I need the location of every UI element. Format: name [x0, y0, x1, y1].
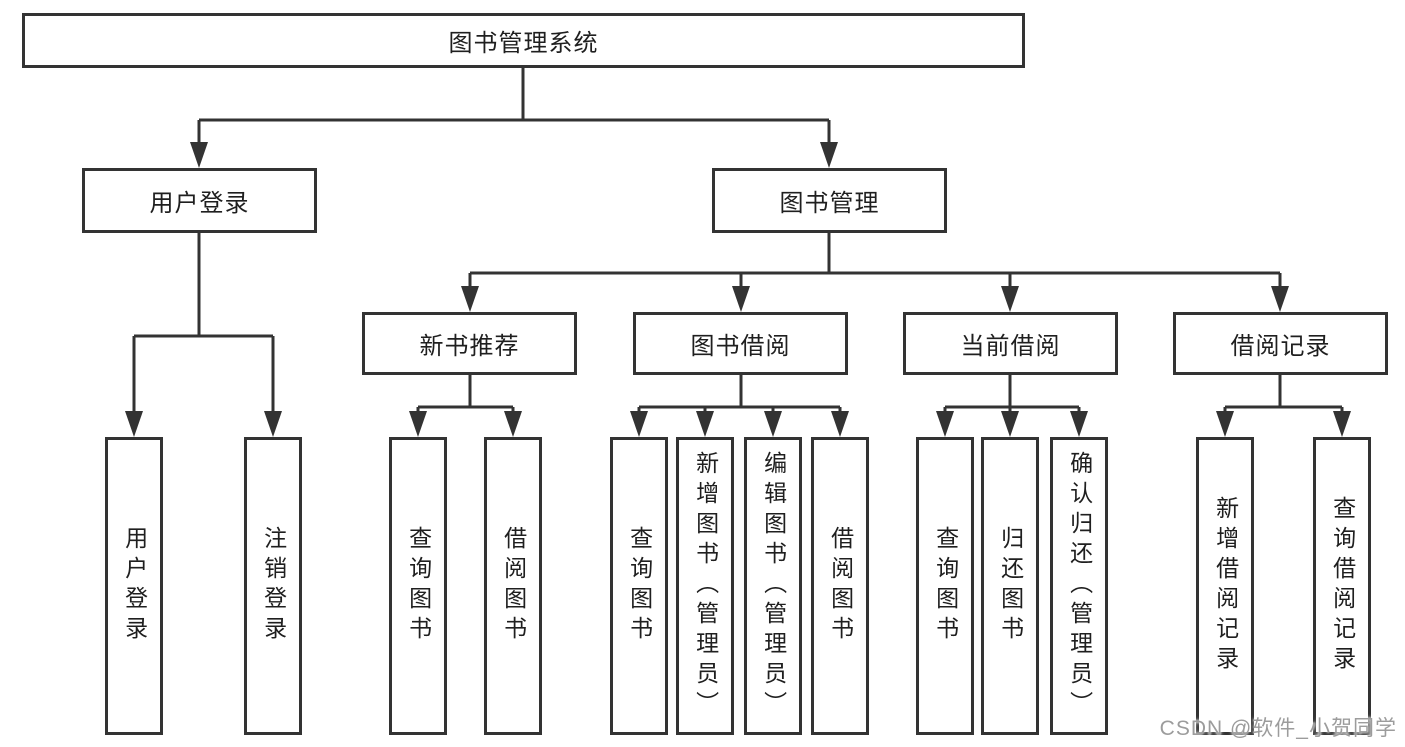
- node-borrowing-records-label: 借阅记录: [1230, 333, 1331, 360]
- arrow-head-icon: [125, 411, 143, 437]
- arrow-head-icon: [630, 411, 648, 437]
- leaf-borrow-books-borrowing-label: 借阅图书: [827, 526, 854, 646]
- arrow-head-icon: [1216, 411, 1234, 437]
- arrow-head-icon: [831, 411, 849, 437]
- leaf-borrow-books-borrowing: 借阅图书: [811, 437, 869, 735]
- node-current-borrowing-label: 当前借阅: [960, 333, 1061, 360]
- leaf-edit-book-admin: 编辑图书（管理员）: [744, 437, 802, 735]
- leaf-logout: 注销登录: [244, 437, 302, 735]
- arrow-head-icon: [1001, 286, 1019, 312]
- arrow-head-icon: [1070, 411, 1088, 437]
- arrow-head-icon: [504, 411, 522, 437]
- node-borrowing-records: 借阅记录: [1173, 312, 1388, 375]
- leaf-query-books-current: 查询图书: [916, 437, 974, 735]
- leaf-query-books-borrowing: 查询图书: [610, 437, 668, 735]
- node-user-login-label: 用户登录: [149, 190, 250, 217]
- arrow-head-icon: [1001, 411, 1019, 437]
- leaf-add-book-admin-label: 新增图书（管理员）: [692, 451, 719, 721]
- node-library-system: 图书管理系统: [22, 13, 1025, 68]
- csdn-watermark: CSDN @软件_小贺同学: [1159, 717, 1397, 740]
- arrow-head-icon: [764, 411, 782, 437]
- arrow-head-icon: [190, 142, 208, 168]
- leaf-query-borrow-record: 查询借阅记录: [1313, 437, 1371, 735]
- node-new-book-recommend-label: 新书推荐: [419, 333, 520, 360]
- node-book-borrowing: 图书借阅: [633, 312, 848, 375]
- leaf-query-books-current-label: 查询图书: [932, 526, 959, 646]
- leaf-confirm-return-admin: 确认归还（管理员）: [1050, 437, 1108, 735]
- arrow-head-icon: [264, 411, 282, 437]
- node-book-borrowing-label: 图书借阅: [690, 333, 791, 360]
- leaf-query-books-borrowing-label: 查询图书: [626, 526, 653, 646]
- node-user-login: 用户登录: [82, 168, 317, 233]
- node-library-system-label: 图书管理系统: [448, 30, 599, 57]
- arrow-head-icon: [732, 286, 750, 312]
- leaf-logout-label: 注销登录: [260, 526, 287, 646]
- node-current-borrowing: 当前借阅: [903, 312, 1118, 375]
- leaf-return-book-label: 归还图书: [997, 526, 1024, 646]
- node-book-management-label: 图书管理: [779, 190, 880, 217]
- node-new-book-recommend: 新书推荐: [362, 312, 577, 375]
- leaf-borrow-books-recommend: 借阅图书: [484, 437, 542, 735]
- leaf-query-books-recommend-label: 查询图书: [405, 526, 432, 646]
- arrow-head-icon: [1333, 411, 1351, 437]
- arrow-head-icon: [936, 411, 954, 437]
- leaf-user-login: 用户登录: [105, 437, 163, 735]
- leaf-confirm-return-admin-label: 确认归还（管理员）: [1066, 451, 1093, 721]
- leaf-return-book: 归还图书: [981, 437, 1039, 735]
- leaf-borrow-books-recommend-label: 借阅图书: [500, 526, 527, 646]
- arrow-head-icon: [409, 411, 427, 437]
- leaf-user-login-label: 用户登录: [121, 526, 148, 646]
- arrow-head-icon: [1271, 286, 1289, 312]
- leaf-query-borrow-record-label: 查询借阅记录: [1329, 496, 1356, 676]
- arrow-head-icon: [820, 142, 838, 168]
- leaf-add-borrow-record-label: 新增借阅记录: [1212, 496, 1239, 676]
- leaf-edit-book-admin-label: 编辑图书（管理员）: [760, 451, 787, 721]
- node-book-management: 图书管理: [712, 168, 947, 233]
- leaf-query-books-recommend: 查询图书: [389, 437, 447, 735]
- arrow-head-icon: [461, 286, 479, 312]
- leaf-add-book-admin: 新增图书（管理员）: [676, 437, 734, 735]
- arrow-head-icon: [696, 411, 714, 437]
- leaf-add-borrow-record: 新增借阅记录: [1196, 437, 1254, 735]
